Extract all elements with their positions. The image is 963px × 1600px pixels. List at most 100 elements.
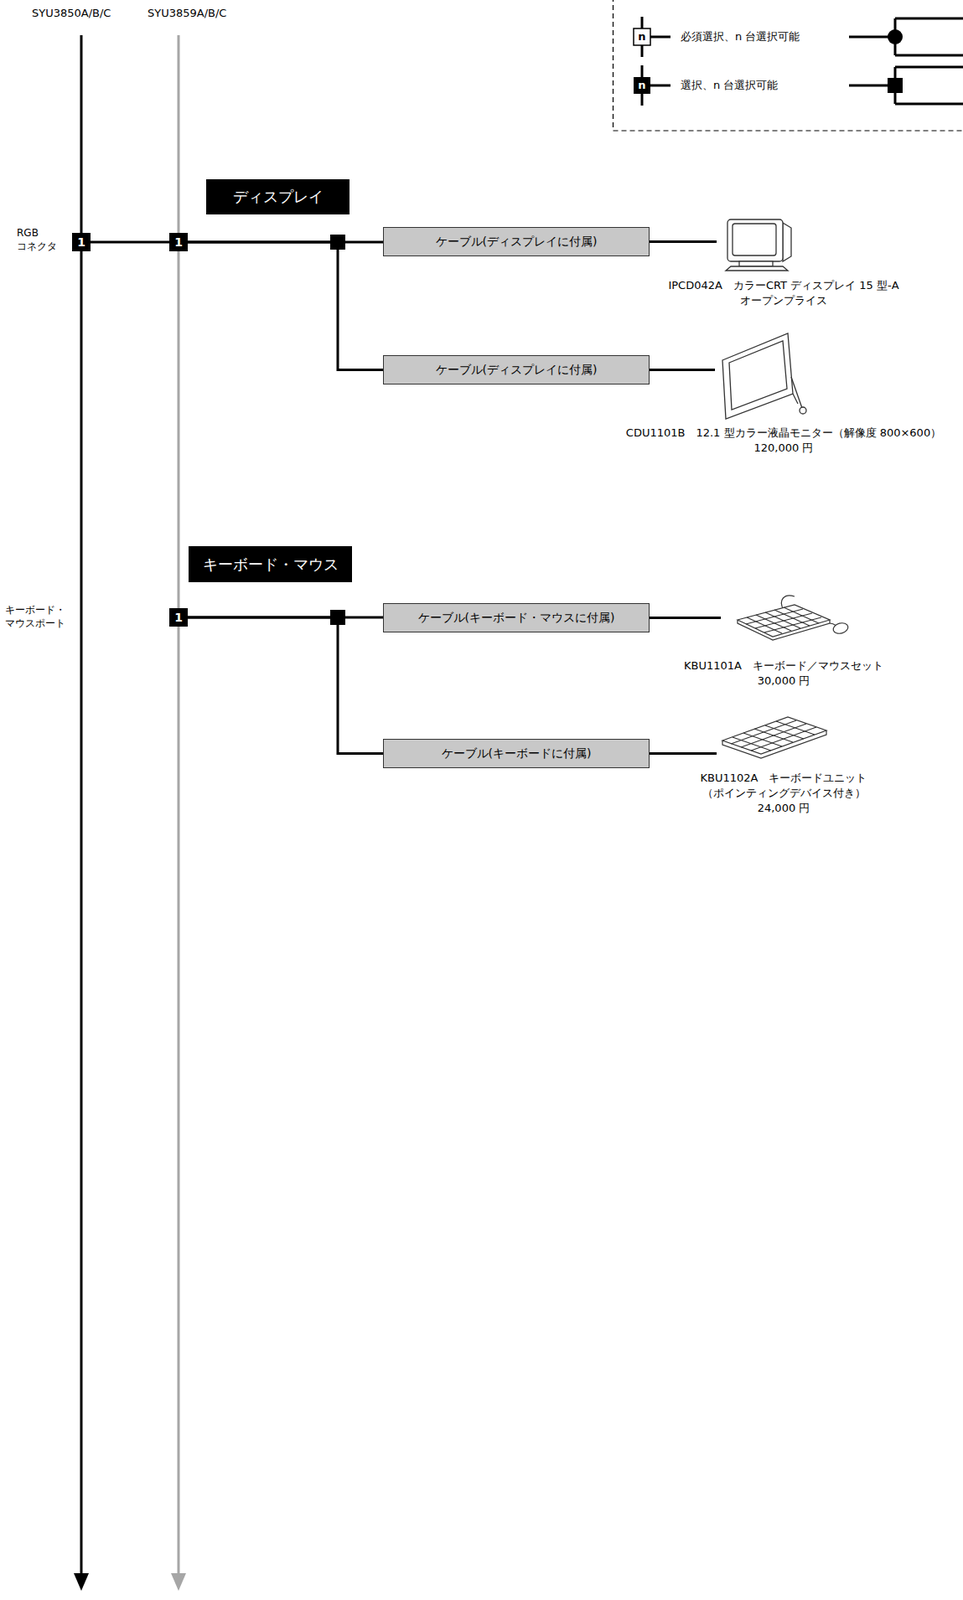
legend-text: 必須選択、n 台選択可能	[680, 30, 800, 43]
price-text: オープンプライス	[667, 293, 899, 309]
crt-display-icon	[725, 266, 788, 271]
legend-optional-symbol	[887, 77, 903, 94]
price-text: 120,000 円	[626, 440, 942, 456]
legend-required-symbol	[895, 54, 963, 57]
connector-line	[90, 241, 170, 244]
cable-label: ケーブル(キーボード・マウスに付属)	[418, 610, 616, 627]
cable-label: ケーブル(ディスプレイに付属)	[435, 362, 598, 378]
cable-box: ケーブル(キーボード・マウスに付属)	[383, 603, 650, 633]
legend-frame	[613, 0, 963, 131]
keyboard-mouse-icon	[755, 613, 813, 629]
connector-line	[649, 616, 721, 620]
price-text: 24,000 円	[700, 801, 868, 817]
system-name: SYU3850A/B/C	[31, 6, 111, 21]
port-name: キーボード・ マウスポート	[5, 603, 74, 631]
product-name: IPCD042A カラーCRT ディスプレイ 15 型-A	[667, 278, 899, 294]
legend-required-symbol	[887, 29, 903, 45]
legend-required-symbol	[633, 16, 963, 57]
lcd-monitor-icon	[729, 341, 787, 410]
selection-square: 1	[72, 232, 91, 252]
product-item: IPCD042A カラーCRT ディスプレイ 15 型-Aオープンプライス	[716, 216, 851, 274]
legend-optional-symbol	[895, 103, 963, 106]
legend-symbol-letter: n	[633, 77, 651, 94]
product-caption: KBU1101A キーボード／マウスセット30,000 円	[683, 658, 884, 689]
legend-required-symbol	[895, 17, 963, 21]
lcd-monitor-icon	[791, 377, 803, 411]
cable-box: ケーブル(ディスプレイに付属)	[383, 227, 650, 257]
product-item: KBU1101A キーボード／マウスセット30,000 円	[720, 591, 847, 642]
lcd-monitor-icon	[792, 393, 798, 404]
selection-square: 1	[169, 608, 188, 627]
connector-line	[649, 368, 715, 372]
cable-label: ケーブル(ディスプレイに付属)	[435, 234, 598, 250]
legend-optional-symbol	[650, 84, 671, 88]
keyboard-icon	[730, 720, 797, 745]
keyboard-mouse-icon	[737, 595, 850, 641]
keyboard-mouse-icon	[764, 617, 822, 633]
legend-entry: 選択、n 台選択可能	[680, 77, 778, 94]
keyboard-icon	[750, 727, 817, 751]
legend-required-symbol	[650, 36, 671, 39]
lcd-monitor-icon	[799, 407, 807, 415]
crt-display-icon	[725, 219, 792, 271]
bus-line-black	[73, 35, 89, 1592]
connector-line	[187, 617, 384, 755]
bus-line-grey	[170, 35, 187, 1592]
cable-box: ケーブル(キーボードに付属)	[383, 739, 650, 769]
legend-frame	[613, 0, 963, 131]
count-number: 1	[174, 610, 183, 625]
connector-line	[649, 752, 717, 756]
bus-line-grey	[177, 35, 181, 1576]
heading-text: キーボード・マウス	[202, 554, 339, 575]
count-number: 1	[77, 235, 86, 249]
keyboard-icon	[722, 730, 827, 759]
keyboard-mouse-icon	[745, 609, 803, 625]
product-name: （ポインティングデバイス付き）	[700, 786, 868, 802]
product-caption: IPCD042A カラーCRT ディスプレイ 15 型-Aオープンプライス	[667, 278, 899, 309]
price-text: 30,000 円	[683, 673, 884, 689]
keyboard-mouse-icon	[737, 605, 830, 637]
cable-box: ケーブル(ディスプレイに付属)	[383, 355, 650, 385]
product-caption: KBU1102A キーボードユニット（ポインティングデバイス付き）24,000 …	[700, 771, 868, 817]
keyboard-icon	[722, 717, 827, 755]
section-heading: キーボード・マウス	[188, 546, 353, 583]
legend-text: 選択、n 台選択可能	[680, 78, 778, 92]
selection-square: 1	[169, 232, 188, 252]
legend-optional-symbol	[633, 77, 651, 94]
crt-display-icon	[727, 219, 783, 262]
keyboard-icon	[722, 717, 827, 759]
product-caption: CDU1101B 12.1 型カラー液晶モニター（解像度 800×600）120…	[626, 425, 942, 456]
cable-label: ケーブル(キーボードに付属)	[441, 746, 592, 762]
count-number: 1	[174, 235, 183, 249]
product-name: KBU1102A キーボードユニット	[700, 771, 868, 787]
product-item: CDU1101B 12.1 型カラー液晶モニター（解像度 800×600）120…	[714, 330, 853, 423]
product-item: KBU1102A キーボードユニット（ポインティングデバイス付き）24,000 …	[716, 712, 851, 760]
legend-optional-symbol	[895, 66, 963, 69]
bus-line-black	[73, 1573, 89, 1592]
connector-line	[187, 242, 384, 371]
port-name: RGB コネクタ	[16, 226, 69, 254]
crt-display-icon	[782, 222, 792, 262]
keyboard-mouse-icon	[832, 621, 850, 636]
product-name: CDU1101B 12.1 型カラー液晶モニター（解像度 800×600）	[626, 425, 942, 441]
crt-display-icon	[739, 261, 773, 267]
keyboard-icon	[732, 737, 772, 751]
section-heading: ディスプレイ	[206, 179, 350, 215]
lcd-monitor-icon	[722, 333, 793, 420]
keyboard-icon	[740, 724, 807, 748]
crt-display-icon	[732, 223, 777, 256]
heading-text: ディスプレイ	[232, 186, 324, 208]
bus-line-black	[80, 35, 83, 1576]
product-name: KBU1101A キーボード／マウスセット	[683, 658, 884, 674]
lcd-monitor-icon	[722, 333, 807, 420]
system-name: SYU3859A/B/C	[147, 6, 227, 21]
bus-line-grey	[170, 1573, 187, 1592]
legend-optional-symbol	[633, 65, 963, 106]
legend-entry: 必須選択、n 台選択可能	[680, 28, 800, 46]
connector-line	[649, 240, 717, 244]
legend-symbol-letter: n	[633, 28, 651, 46]
